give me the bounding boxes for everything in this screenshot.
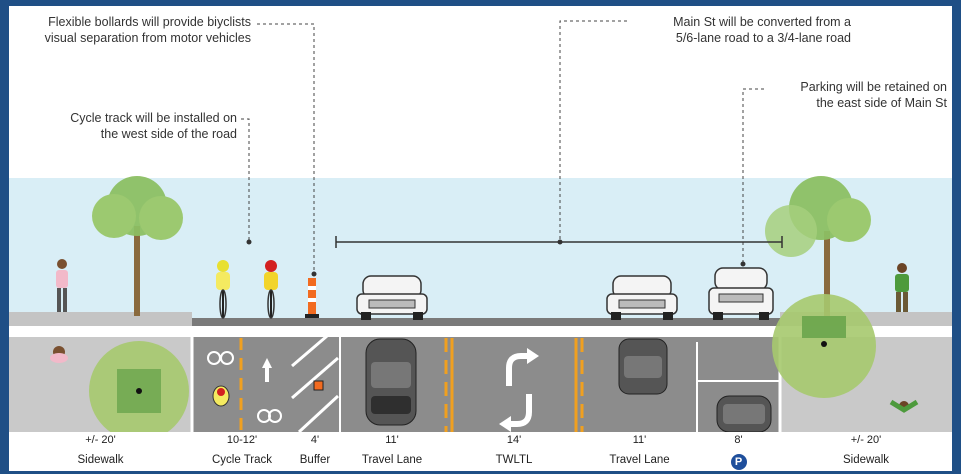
roadway-span-line xyxy=(335,236,783,248)
segment-travel-lane-2: 11' Travel Lane xyxy=(582,432,697,471)
parking-icon: P xyxy=(730,454,747,470)
bike-symbol-icon xyxy=(207,351,282,423)
segment-name: Cycle Track xyxy=(211,454,273,466)
segment-name: Sidewalk xyxy=(842,454,890,466)
tree-east-icon xyxy=(765,176,871,316)
segment-labels-row: +/- 20' Sidewalk 10-12' Cycle Track 4' B… xyxy=(9,432,952,471)
callout-parking: Parking will be retained on the east sid… xyxy=(767,79,947,111)
segment-dim: 8' xyxy=(734,434,743,446)
segment-name: TWLTL xyxy=(495,454,533,466)
callout-conversion-line1: Main St will be converted from a xyxy=(673,15,851,29)
callout-cycle-track-line1: Cycle track will be installed on xyxy=(70,111,237,125)
pedestrian-plan-east-icon xyxy=(889,399,919,413)
callout-bollards-line1: Flexible bollards will provide biyclists xyxy=(48,15,251,29)
segment-name: Travel Lane xyxy=(361,454,423,466)
car-plan-southbound-icon xyxy=(365,338,417,426)
segment-name: Buffer xyxy=(299,454,331,466)
cyclist-plan-icon xyxy=(212,385,230,407)
elevation-roadway xyxy=(192,318,780,326)
segment-dim: 11' xyxy=(632,434,647,446)
segment-travel-lane-1: 11' Travel Lane xyxy=(338,432,446,471)
elevation-sidewalk-west xyxy=(9,312,192,326)
segment-dim: 10-12' xyxy=(226,434,258,446)
bollard-plan-icon xyxy=(313,380,324,391)
left-turn-arrow-north-icon xyxy=(506,353,529,386)
callout-cycle-track-line2: the west side of the road xyxy=(100,127,237,141)
segment-name: Sidewalk xyxy=(77,454,124,466)
street-illustration xyxy=(9,20,952,432)
pedestrian-plan-west-icon xyxy=(50,346,68,363)
callout-bollards-line2: visual separation from motor vehicles xyxy=(44,31,251,45)
left-turn-arrow-south-icon xyxy=(509,394,532,427)
callout-parking-line2: the east side of Main St xyxy=(816,96,947,110)
buffer-hatch xyxy=(291,334,340,432)
cyclist-2-icon xyxy=(264,260,278,319)
segment-dim: +/- 20' xyxy=(850,434,882,446)
tree-west-icon xyxy=(92,176,183,316)
car-elevation-1-icon xyxy=(356,275,428,320)
pedestrian-west-icon xyxy=(56,259,68,312)
segment-name: Travel Lane xyxy=(609,454,670,466)
segment-sidewalk-west: +/- 20' Sidewalk xyxy=(9,432,192,471)
car-plan-northbound-icon xyxy=(618,338,668,395)
segment-dim: 4' xyxy=(310,434,320,446)
street-diagram-panel: Flexible bollards will provide biyclists… xyxy=(9,6,952,471)
pedestrian-east-icon xyxy=(895,263,909,312)
segment-dim: +/- 20' xyxy=(85,434,116,446)
callout-parking-line1: Parking will be retained on xyxy=(800,80,947,94)
segment-buffer: 4' Buffer xyxy=(292,432,338,471)
segment-twltl: 14' TWLTL xyxy=(446,432,582,471)
segment-dim: 14' xyxy=(506,434,522,446)
callout-cycle-track: Cycle track will be installed on the wes… xyxy=(29,110,237,142)
segment-sidewalk-east: +/- 20' Sidewalk xyxy=(780,432,952,471)
car-elevation-3-icon xyxy=(708,267,774,320)
car-elevation-2-icon xyxy=(606,275,678,320)
bike-arrow-north-icon xyxy=(262,358,272,382)
car-plan-parked-icon xyxy=(716,395,772,432)
segment-parking: 8' P xyxy=(697,432,780,471)
callout-leader-lines xyxy=(241,20,764,272)
segment-dim: 11' xyxy=(385,434,399,446)
callout-bollards: Flexible bollards will provide biyclists… xyxy=(27,14,251,46)
segment-cycle-track: 10-12' Cycle Track xyxy=(192,432,292,471)
flexible-bollard-icon xyxy=(305,278,319,318)
callout-conversion-line2: 5/6-lane road to a 3/4-lane road xyxy=(675,31,851,45)
cyclist-1-icon xyxy=(216,260,230,319)
callout-conversion: Main St will be converted from a 5/6-lan… xyxy=(631,14,851,46)
